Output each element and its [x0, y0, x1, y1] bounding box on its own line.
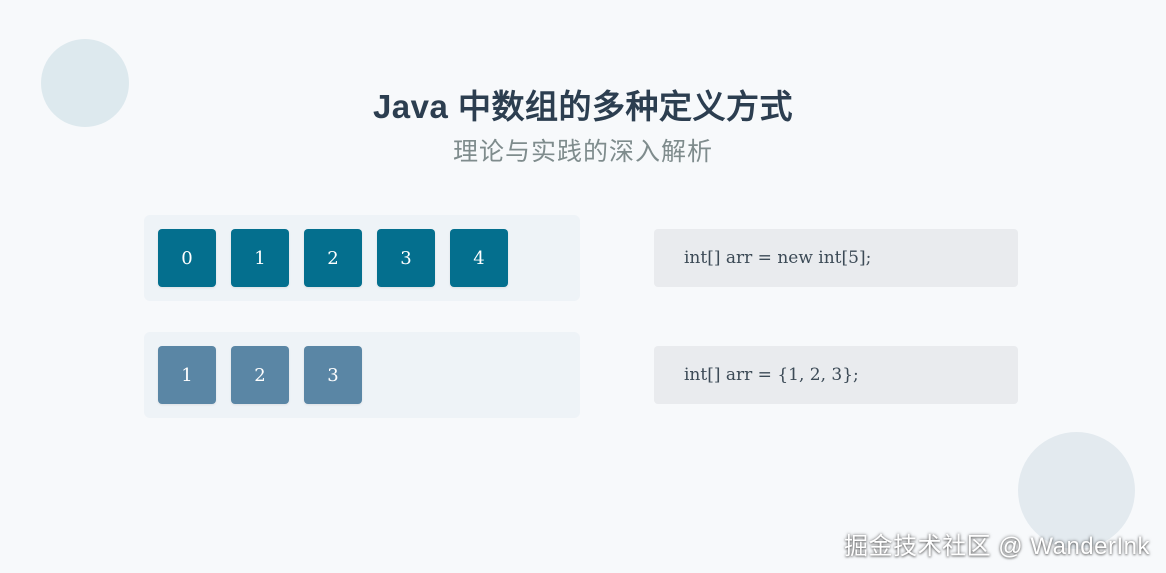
array-cell: 3: [304, 346, 362, 404]
code-snippet-initializer: int[] arr = {1, 2, 3};: [654, 346, 1018, 404]
array-cell: 0: [158, 229, 216, 287]
array-cell: 1: [158, 346, 216, 404]
array-cell: 2: [304, 229, 362, 287]
array-panel-initializer: 1 2 3: [144, 332, 580, 418]
array-cells: 1 2 3: [158, 346, 362, 404]
array-cell: 3: [377, 229, 435, 287]
code-snippet-new-int: int[] arr = new int[5];: [654, 229, 1018, 287]
array-cell: 2: [231, 346, 289, 404]
array-cells: 0 1 2 3 4: [158, 229, 508, 287]
watermark: 掘金技术社区 @ WanderInk: [844, 533, 1150, 560]
decorative-circle-bottom-right: [1018, 432, 1135, 549]
array-cell: 4: [450, 229, 508, 287]
array-panel-new-int: 0 1 2 3 4: [144, 215, 580, 301]
array-cell: 1: [231, 229, 289, 287]
decorative-circle-top-left: [41, 39, 129, 127]
page-subtitle: 理论与实践的深入解析: [452, 138, 713, 166]
page-title: Java 中数组的多种定义方式: [372, 88, 794, 125]
